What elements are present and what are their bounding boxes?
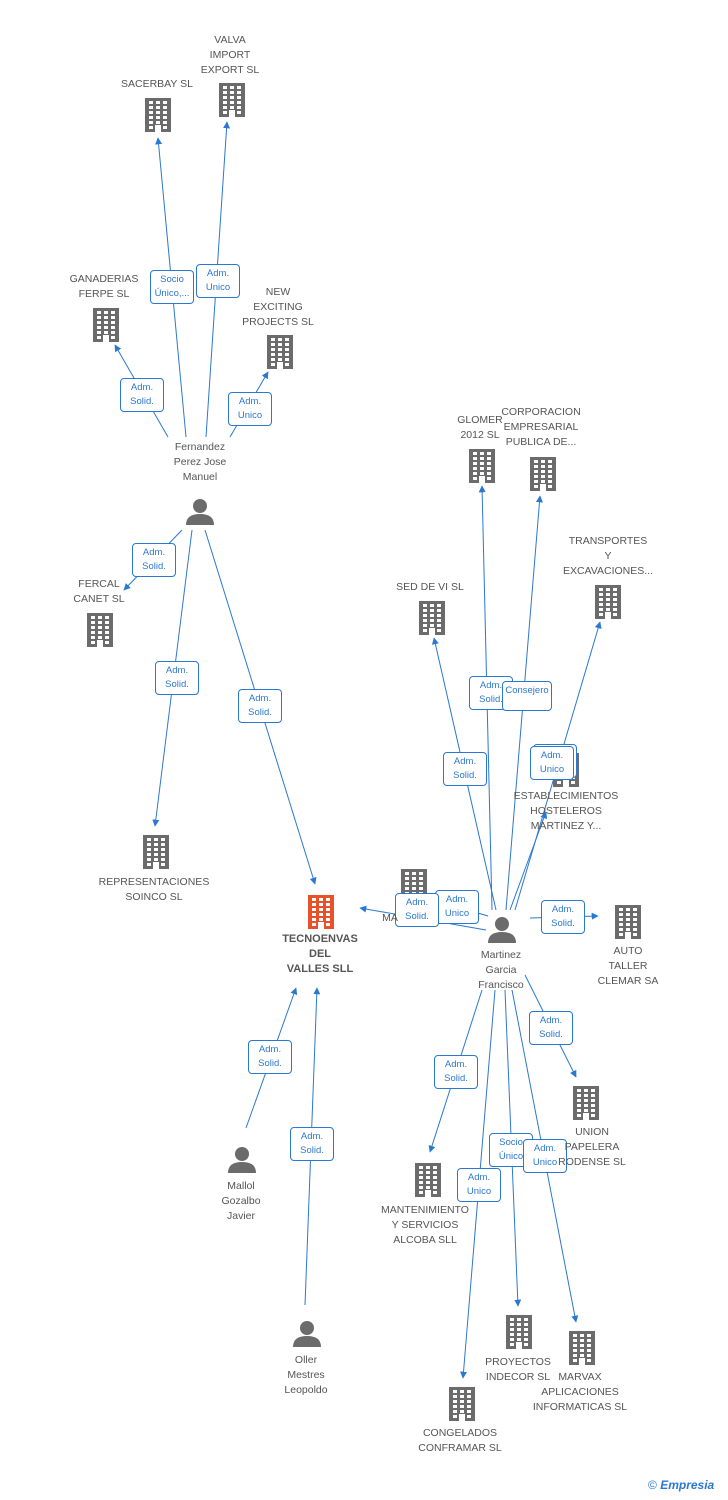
node-label-sacerbay[interactable]: SACERBAY SL [121, 78, 193, 90]
edge-label-fernandez-sacerbay[interactable]: Socio Único,... [150, 270, 194, 304]
building-icon-representaciones[interactable] [143, 835, 169, 869]
person-icon-fernandez[interactable] [186, 499, 214, 525]
node-label-oller[interactable]: Oller Mestres Leopoldo [284, 1354, 328, 1396]
node-label-proyectos[interactable]: PROYECTOS INDECOR SL [485, 1356, 551, 1383]
node-label-autotaller[interactable]: AUTO TALLER CLEMAR SA [597, 945, 659, 987]
edge-label-martinez-congelados[interactable]: Adm. Unico [457, 1168, 501, 1202]
node-label-union[interactable]: UNION PAPELERA RODENSE SL [558, 1126, 626, 1168]
node-label-valva[interactable]: VALVA IMPORT EXPORT SL [200, 34, 260, 76]
edge-label-fernandez-ganaderias[interactable]: Adm. Solid. [120, 378, 164, 412]
edge-label-fernandez-representaciones[interactable]: Adm. Solid. [155, 661, 199, 695]
node-label-ganaderias[interactable]: GANADERIAS FERPE SL [69, 273, 139, 300]
node-label-congelados[interactable]: CONGELADOS CONFRAMAR SL [418, 1427, 502, 1454]
building-icon-mantenimiento[interactable] [415, 1163, 441, 1197]
building-icon-corporacion[interactable] [530, 457, 556, 491]
edge-label-martinez-marvax[interactable]: Adm. Unico [523, 1139, 567, 1173]
person-icon-mallol[interactable] [228, 1147, 256, 1173]
edge-label-mallol-tecnoenvas[interactable]: Adm. Solid. [248, 1040, 292, 1074]
node-label-martinez[interactable]: Martinez Garcia Francisco [478, 949, 524, 991]
building-icon-ganaderias[interactable] [93, 308, 119, 342]
node-label-fercal[interactable]: FERCAL CANET SL [73, 578, 125, 605]
building-icon-marvax[interactable] [569, 1331, 595, 1365]
node-label-newexciting[interactable]: NEW EXCITING PROJECTS SL [242, 286, 314, 328]
building-icon-proyectos[interactable] [506, 1315, 532, 1349]
person-icon-oller[interactable] [293, 1321, 321, 1347]
building-icon-sacerbay[interactable] [145, 98, 171, 132]
building-icon-autotaller[interactable] [615, 905, 641, 939]
building-icon-fercal[interactable] [87, 613, 113, 647]
node-label-tecnoenvas[interactable]: TECNOENVAS DEL VALLES SLL [282, 933, 358, 975]
node-label-fernandez[interactable]: Fernandez Perez Jose Manuel [173, 441, 227, 483]
edge-label-martinez-mantenimiento[interactable]: Adm. Solid. [434, 1055, 478, 1089]
node-label-glomer[interactable]: GLOMER 2012 SL [457, 414, 503, 441]
edge-label-martinez-autotaller[interactable]: Adm. Solid. [541, 900, 585, 934]
node-label-representaciones[interactable]: REPRESENTACIONES SOINCO SL [98, 876, 210, 903]
building-icon-transportes[interactable] [595, 585, 621, 619]
edge-label-martinez-seddevi[interactable]: Adm. Solid. [443, 752, 487, 786]
node-label-corporacion[interactable]: CORPORACION EMPRESARIAL PUBLICA DE... [501, 406, 581, 448]
edge-martinez-establecimientos [509, 811, 548, 911]
node-label-ma[interactable]: MA [382, 912, 398, 924]
building-icon-newexciting[interactable] [267, 335, 293, 369]
brand-name: Empresia [660, 1478, 715, 1492]
edge-label-fernandez-valva[interactable]: Adm. Unico [196, 264, 240, 298]
edge-label-fernandez-newexciting[interactable]: Adm. Unico [228, 392, 272, 426]
empresia-brand[interactable]: © Empresia [648, 1478, 714, 1492]
building-icon-valva[interactable] [219, 83, 245, 117]
building-icon-seddevi[interactable] [419, 601, 445, 635]
edge-label-oller-tecnoenvas[interactable]: Adm. Solid. [290, 1127, 334, 1161]
edge-label-martinez-union[interactable]: Adm. Solid. [529, 1011, 573, 1045]
building-icon-tecnoenvas[interactable] [308, 895, 334, 929]
edge-label-martinez-ma[interactable]: Adm. Unico [435, 890, 479, 924]
edge-label-fernandez-fercal[interactable]: Adm. Solid. [132, 543, 176, 577]
node-label-seddevi[interactable]: SED DE VI SL [396, 581, 464, 593]
edge-label-martinez-tecnoenvas[interactable]: Adm. Solid. [395, 893, 439, 927]
edge-label-martinez-corporacion[interactable]: Consejero [502, 681, 552, 711]
edge-label-fernandez-tecnoenvas[interactable]: Adm. Solid. [238, 689, 282, 723]
node-label-mantenimiento[interactable]: MANTENIMIENTO Y SERVICIOS ALCOBA SLL [381, 1204, 469, 1246]
edge-label-martinez-establecimientos[interactable]: Adm. Unico [530, 746, 574, 780]
person-icon-martinez[interactable] [488, 917, 516, 943]
node-label-establecimientos[interactable]: ESTABLECIMIENTOS HOSTELEROS MARTINEZ Y..… [513, 790, 619, 832]
node-label-mallol[interactable]: Mallol Gozalbo Javier [221, 1180, 261, 1222]
building-icon-union[interactable] [573, 1086, 599, 1120]
node-label-transportes[interactable]: TRANSPORTES Y EXCAVACIONES... [562, 535, 654, 577]
copyright-symbol: © [648, 1478, 657, 1492]
building-icon-congelados[interactable] [449, 1387, 475, 1421]
building-icon-glomer[interactable] [469, 449, 495, 483]
node-label-marvax[interactable]: MARVAX APLICACIONES INFORMATICAS SL [532, 1371, 628, 1413]
